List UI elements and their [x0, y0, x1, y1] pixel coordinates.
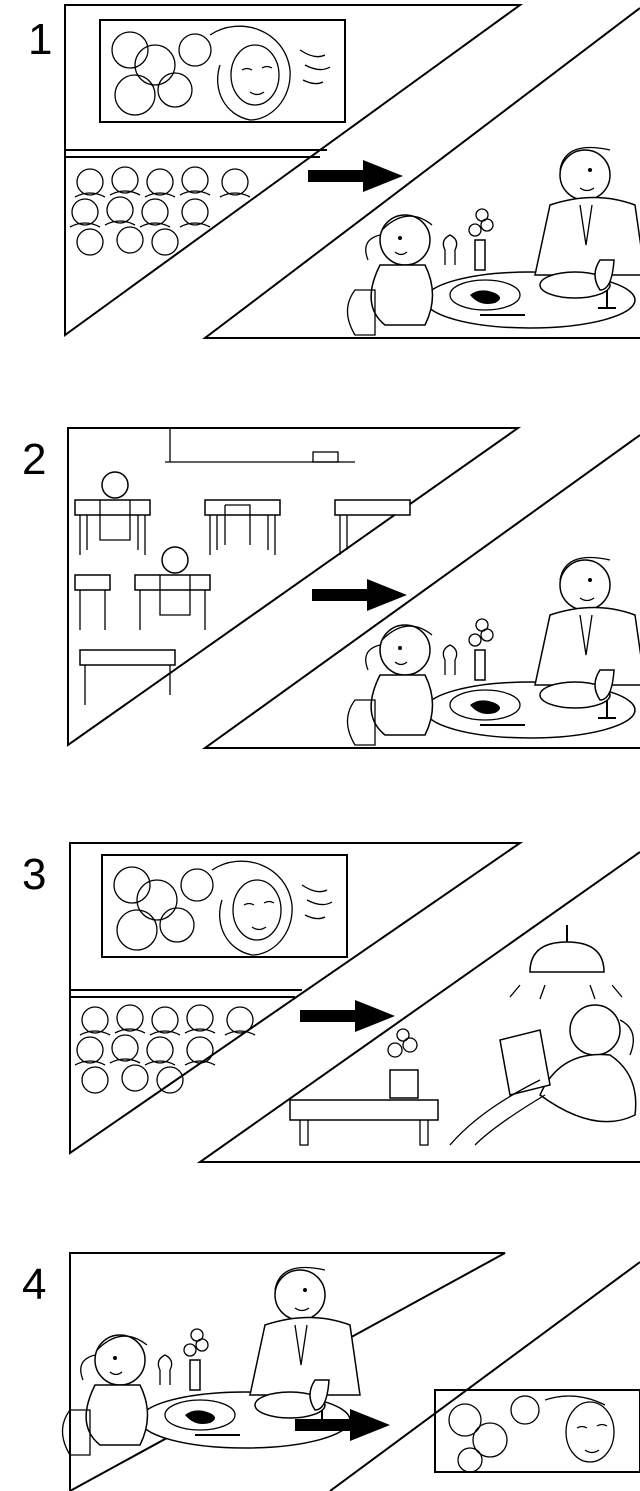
panel-number-1: 1 [28, 15, 53, 64]
theater-audience [69, 166, 251, 256]
panel-number-3: 3 [22, 850, 47, 899]
restaurant-dinner-scene [346, 556, 640, 746]
coffee-table [289, 1099, 439, 1121]
theater-rail [70, 989, 302, 998]
theater-rail [65, 149, 327, 158]
movie-screen [99, 19, 346, 123]
movie-screen [101, 854, 348, 958]
panel-1-right-frame [202, 7, 640, 339]
arrow-icon [308, 160, 403, 192]
theater-audience [74, 1004, 256, 1094]
panel-4-right-frame [329, 1261, 640, 1491]
movie-screen [434, 1389, 640, 1473]
ceiling-lamp [529, 941, 605, 973]
panel-3 [69, 842, 640, 1163]
panel-2-right-frame [201, 434, 640, 749]
panel-2-left-frame [67, 427, 522, 747]
panel-2 [67, 427, 640, 749]
panel-1-left-frame [64, 4, 524, 337]
panel-number-2: 2 [22, 435, 47, 484]
panel-number-4: 4 [22, 1260, 47, 1309]
home-reading-scene [289, 925, 637, 1146]
panel-3-right-frame [196, 851, 640, 1163]
arrow-icon [300, 1000, 395, 1032]
classroom-scene [74, 471, 411, 706]
panel-4 [61, 1252, 640, 1491]
blackboard [165, 428, 355, 463]
panel-1 [64, 4, 640, 339]
arrow-icon [312, 579, 407, 611]
book [499, 1029, 551, 1096]
